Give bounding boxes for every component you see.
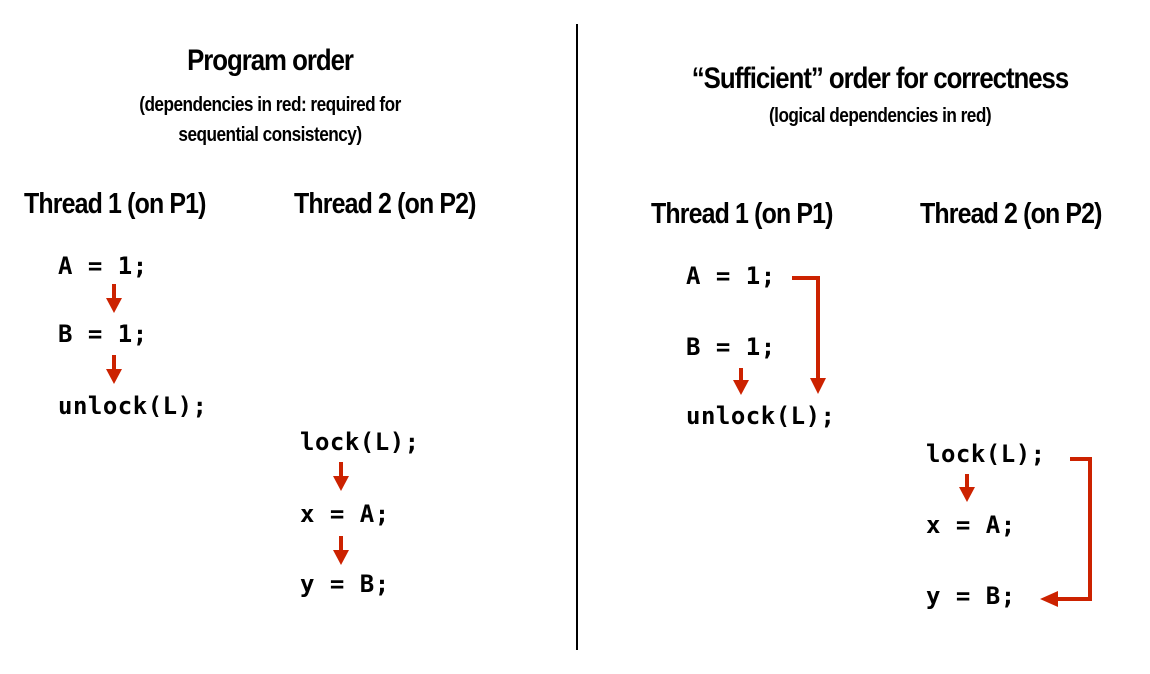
- right-t2-dep-arrow-lock-to-x: [959, 474, 975, 502]
- left-t2-dep-arrow-2: [333, 536, 349, 565]
- left-t1-dep-arrow-2: [106, 355, 122, 384]
- right-t2-stmt-x: x = A;: [926, 511, 1016, 539]
- left-t2-stmt-y: y = B;: [300, 570, 390, 598]
- right-t1-stmt-a: A = 1;: [686, 262, 776, 290]
- left-t2-stmt-x: x = A;: [300, 500, 390, 528]
- left-t1-stmt-b: B = 1;: [58, 320, 148, 348]
- right-subtitle: (logical dependencies in red): [768, 105, 992, 127]
- right-t2-dep-arrow-lock-to-y: [1040, 457, 1092, 607]
- left-thread1-heading: Thread 1 (on P1): [24, 188, 206, 220]
- right-t1-stmt-b: B = 1;: [686, 333, 776, 361]
- right-title: “Sufficient” order for correctness: [691, 62, 1069, 95]
- left-t1-dep-arrow-1: [106, 284, 122, 313]
- right-t2-stmt-y: y = B;: [926, 582, 1016, 610]
- right-thread2-heading: Thread 2 (on P2): [920, 198, 1102, 230]
- right-thread1-heading: Thread 1 (on P1): [651, 198, 833, 230]
- left-subtitle-line1: (dependencies in red: required for: [139, 94, 401, 116]
- right-t1-stmt-unlock: unlock(L);: [686, 402, 836, 430]
- left-t1-stmt-a: A = 1;: [58, 252, 148, 280]
- right-t2-stmt-lock: lock(L);: [926, 440, 1046, 468]
- right-t1-dep-arrow-a-to-unlock: [792, 276, 826, 394]
- right-t1-dep-arrow-b-to-unlock: [733, 368, 749, 395]
- left-t2-stmt-lock: lock(L);: [300, 428, 420, 456]
- left-t1-stmt-unlock: unlock(L);: [58, 392, 208, 420]
- left-thread2-heading: Thread 2 (on P2): [294, 188, 476, 220]
- panel-divider: [576, 24, 578, 650]
- left-t2-dep-arrow-1: [333, 462, 349, 491]
- left-title: Program order: [187, 44, 354, 77]
- left-subtitle-line2: sequential consistency): [178, 124, 362, 146]
